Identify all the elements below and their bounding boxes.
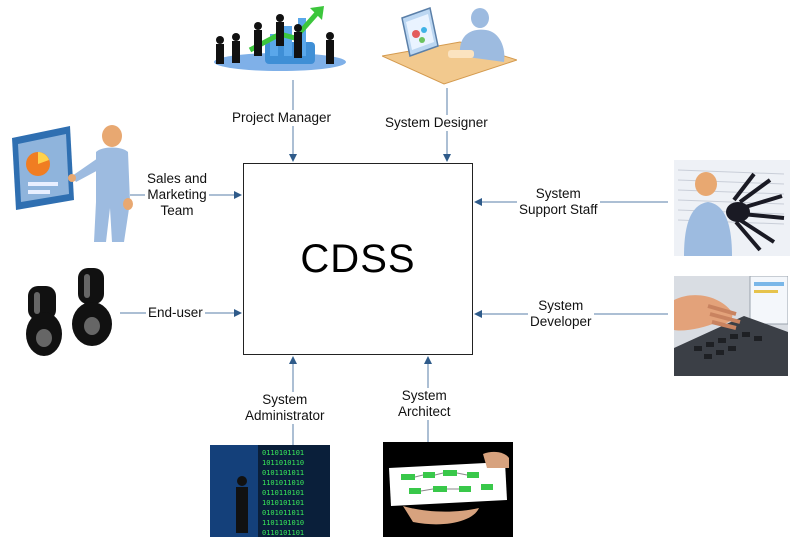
label-sales-marketing: Sales and Marketing Team	[145, 171, 210, 219]
label-project-manager: Project Manager	[230, 110, 334, 126]
label-line: Project Manager	[232, 110, 332, 125]
businesspeople-growth-chart-icon	[214, 6, 346, 71]
headphones-icon	[26, 268, 112, 356]
svg-text:0101101011: 0101101011	[262, 469, 304, 477]
label-line: Team	[160, 203, 194, 218]
cdss-label: CDSS	[300, 236, 416, 281]
label-line: System	[401, 388, 447, 403]
support-person-with-spider-icon	[674, 160, 790, 256]
svg-text:1011010110: 1011010110	[262, 459, 304, 467]
label-system-developer: System Developer	[528, 298, 594, 330]
label-line: System	[535, 186, 581, 201]
hands-holding-blueprint-icon	[383, 442, 513, 537]
presenter-with-chart-board-icon	[12, 125, 133, 242]
label-line: Marketing	[147, 187, 207, 202]
designer-at-desk-icon	[382, 7, 517, 85]
label-line: Sales and	[147, 171, 208, 186]
label-system-administrator: System Administrator	[243, 392, 327, 424]
label-system-architect: System Architect	[396, 388, 453, 420]
label-line: System	[538, 298, 584, 313]
binary-code-wall-icon: 0110101101 1011010110 0101101011 110101101…	[210, 445, 330, 537]
typing-on-laptop-icon	[674, 276, 788, 376]
label-line: Support Staff	[519, 202, 598, 217]
svg-text:1101101010: 1101101010	[262, 519, 304, 527]
label-system-designer: System Designer	[383, 115, 490, 131]
label-line: Administrator	[245, 408, 325, 423]
label-line: System	[262, 392, 308, 407]
label-line: Architect	[398, 404, 451, 419]
label-system-support: System Support Staff	[517, 186, 600, 218]
svg-text:0110101101: 0110101101	[262, 449, 304, 457]
label-line: System Designer	[385, 115, 488, 130]
cdss-box: CDSS	[243, 163, 473, 355]
svg-text:0110101101: 0110101101	[262, 529, 304, 537]
label-end-user: End-user	[146, 305, 205, 321]
svg-text:1101011010: 1101011010	[262, 479, 304, 487]
svg-text:0101011011: 0101011011	[262, 509, 304, 517]
label-line: End-user	[148, 305, 203, 320]
svg-text:0110110101: 0110110101	[262, 489, 304, 497]
label-line: Developer	[530, 314, 592, 329]
svg-text:1010101101: 1010101101	[262, 499, 304, 507]
